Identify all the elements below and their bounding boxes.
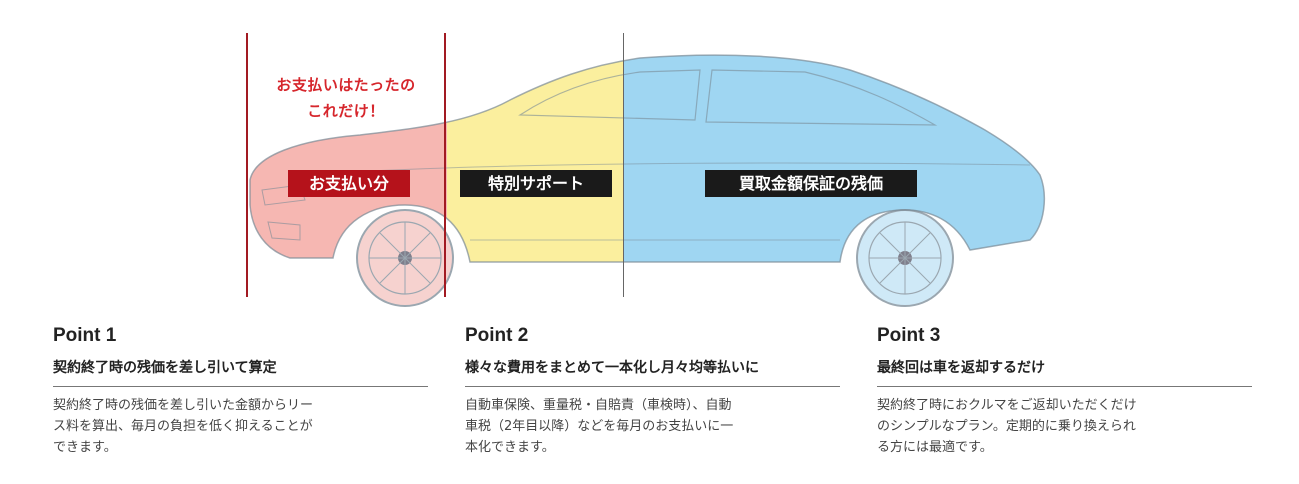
point-title: Point 1 <box>53 325 117 346</box>
rear-wheel <box>856 209 954 307</box>
point-body: 契約終了時におクルマをご返却いただくだけ のシンプルなプラン。定期的に乗り換えら… <box>877 398 1137 455</box>
tagline-line-1: お支払いはたったの <box>276 76 416 94</box>
divider <box>53 386 428 387</box>
point-body: 自動車保険、重量税・自賠責（車検時）、自動 車税（2年目以降）などを毎月のお支払… <box>465 398 734 455</box>
residual-divider <box>623 33 624 297</box>
payment-label: お支払い分 <box>288 170 410 197</box>
point-title: Point 3 <box>877 325 941 346</box>
car-illustration <box>249 54 1046 307</box>
tagline: お支払いはたったの これだけ！ <box>252 72 440 124</box>
point-2: Point 2 様々な費用をまとめて一本化し月々均等払いに 自動車保険、重量税・… <box>465 325 840 458</box>
point-subtitle: 様々な費用をまとめて一本化し月々均等払いに <box>465 360 759 376</box>
point-subtitle: 契約終了時の残価を差し引いて算定 <box>53 360 277 376</box>
divider <box>877 386 1252 387</box>
point-subtitle: 最終回は車を返却するだけ <box>877 360 1045 376</box>
payment-right-divider <box>444 33 446 297</box>
tagline-line-2: これだけ！ <box>307 102 385 120</box>
point-body: 契約終了時の残価を差し引いた金額からリー ス料を算出、毎月の負担を低く抑えること… <box>53 398 314 455</box>
point-3: Point 3 最終回は車を返却するだけ 契約終了時におクルマをご返却いただくだ… <box>877 325 1252 458</box>
point-title: Point 2 <box>465 325 529 346</box>
payment-left-divider <box>246 33 248 297</box>
front-wheel <box>356 209 454 307</box>
support-zone <box>447 55 624 262</box>
point-1: Point 1 契約終了時の残価を差し引いて算定 契約終了時の残価を差し引いた金… <box>53 325 428 458</box>
support-label: 特別サポート <box>460 170 612 197</box>
divider <box>465 386 840 387</box>
residual-label: 買取金額保証の残価 <box>705 170 917 197</box>
